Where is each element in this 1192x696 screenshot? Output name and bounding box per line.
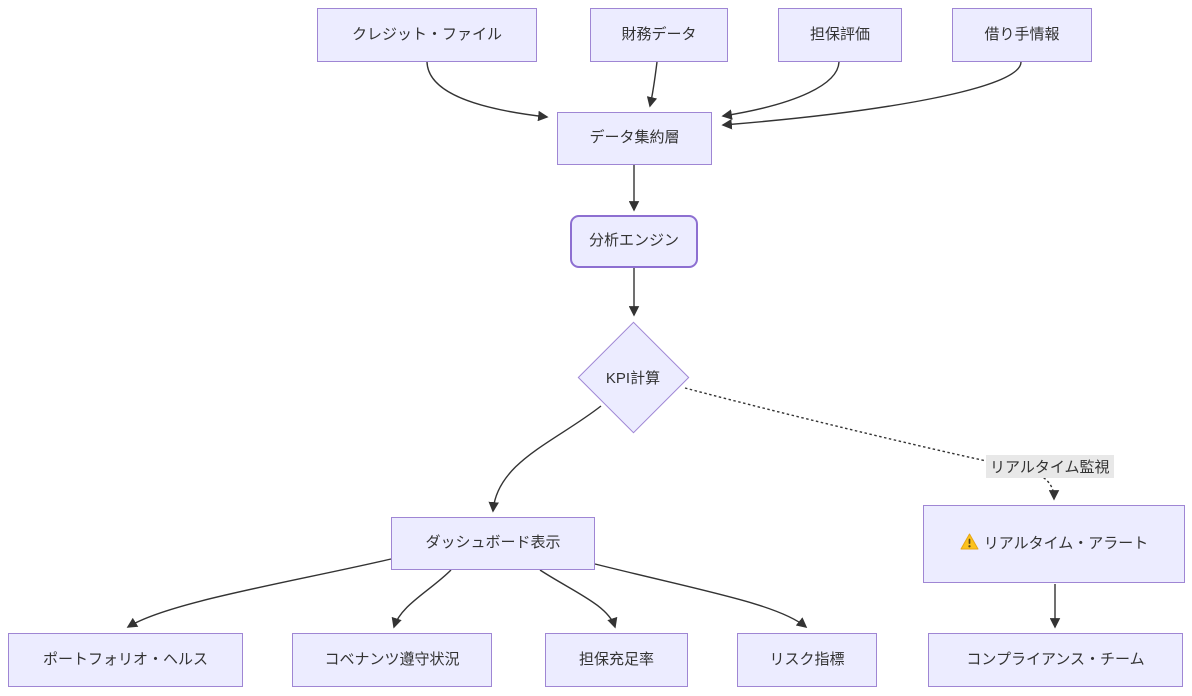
node-compliance-team-label: コンプライアンス・チーム — [966, 650, 1145, 668]
node-collateral-valuation: 担保評価 — [778, 8, 902, 62]
node-compliance-team: コンプライアンス・チーム — [928, 633, 1183, 687]
node-borrower-info-label: 借り手情報 — [984, 25, 1060, 43]
node-collateral-valuation-label: 担保評価 — [809, 25, 870, 43]
edge-dashboard-display-to-risk-indicators — [594, 563, 808, 628]
node-risk-indicators: リスク指標 — [737, 633, 877, 687]
edge-kpi-calculation-to-dashboard-display — [488, 405, 602, 513]
node-financial-data-label: 財務データ — [621, 25, 697, 43]
node-risk-indicators-label: リスク指標 — [769, 650, 845, 668]
node-collateral-coverage: 担保充足率 — [545, 633, 688, 687]
node-kpi-calculation: KPI計算 — [577, 321, 689, 433]
node-portfolio-health: ポートフォリオ・ヘルス — [8, 633, 243, 687]
node-collateral-coverage-label: 担保充足率 — [578, 650, 654, 668]
node-analysis-engine: 分析エンジン — [570, 215, 698, 268]
warning-icon — [960, 533, 979, 550]
node-realtime-alert: リアルタイム・アラート — [923, 505, 1185, 583]
node-portfolio-health-label: ポートフォリオ・ヘルス — [42, 650, 208, 668]
edge-collateral-valuation-to-data-aggregation — [721, 61, 840, 120]
node-financial-data: 財務データ — [590, 8, 728, 62]
node-credit-file: クレジット・ファイル — [317, 8, 537, 62]
edge-label-realtime-monitoring: リアルタイム監視 — [986, 455, 1114, 478]
node-covenant-compliance-label: コベナンツ遵守状況 — [324, 650, 460, 668]
node-credit-file-label: クレジット・ファイル — [351, 25, 502, 43]
edge-kpi-calculation-to-realtime-alert — [684, 387, 1060, 501]
node-covenant-compliance: コベナンツ遵守状況 — [292, 633, 492, 687]
node-dashboard-display: ダッシュボード表示 — [391, 517, 595, 570]
node-analysis-engine-label: 分析エンジン — [588, 232, 679, 250]
node-data-aggregation: データ集約層 — [557, 112, 712, 165]
edge-dashboard-display-to-collateral-coverage — [539, 569, 618, 629]
edge-borrower-info-to-data-aggregation — [721, 61, 1022, 130]
node-kpi-calculation-label: KPI計算 — [605, 369, 661, 387]
edge-dashboard-display-to-portfolio-health — [126, 558, 392, 628]
node-data-aggregation-label: データ集約層 — [589, 129, 680, 147]
node-realtime-alert-label: リアルタイム・アラート — [983, 535, 1149, 553]
node-dashboard-display-label: ダッシュボード表示 — [425, 534, 561, 552]
node-borrower-info: 借り手情報 — [952, 8, 1092, 62]
edge-dashboard-display-to-covenant-compliance — [391, 569, 452, 629]
edge-financial-data-to-data-aggregation — [646, 61, 658, 108]
edge-credit-file-to-data-aggregation — [426, 61, 549, 122]
